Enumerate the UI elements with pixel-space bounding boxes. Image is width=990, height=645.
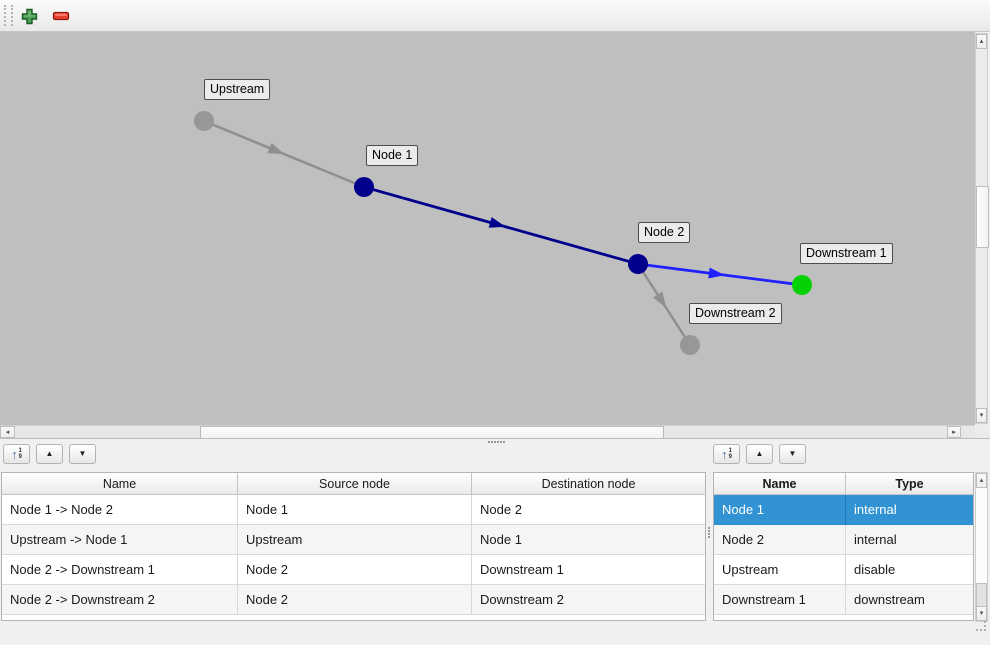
node-label-node1[interactable]: Node 1 [366, 145, 419, 166]
window-resize-grip[interactable] [976, 629, 978, 631]
link-source-cell[interactable]: Node 2 [238, 585, 472, 615]
graph-node-downstream1[interactable] [792, 275, 812, 295]
up-arrow-icon: ▲ [755, 449, 764, 458]
column-header-name[interactable]: Name [714, 473, 846, 495]
scrollbar-corner [975, 425, 990, 438]
canvas-horizontal-scrollbar[interactable]: ◂ ▸ [0, 425, 975, 439]
node-type-cell[interactable]: downstream [846, 585, 973, 615]
nodes-table-scrollbar[interactable]: ▴ ▾ [975, 472, 988, 622]
scroll-up-icon[interactable]: ▴ [976, 473, 987, 488]
node-label-node2[interactable]: Node 2 [638, 222, 691, 243]
node-label-downstream1[interactable]: Downstream 1 [800, 243, 893, 264]
links-table: Name Source node Destination node Node 1… [1, 472, 706, 621]
nodes-table: Name Type Node 1 internal Node 2 interna… [713, 472, 974, 621]
scroll-up-icon[interactable]: ▴ [976, 34, 987, 49]
graph-node-node2[interactable] [628, 254, 648, 274]
table-row[interactable]: Node 2 -> Downstream 1 Node 2 Downstream… [2, 555, 705, 585]
link-source-cell[interactable]: Node 1 [238, 495, 472, 525]
nodes-move-up-button[interactable]: ▲ [746, 444, 773, 464]
down-arrow-icon: ▼ [788, 449, 797, 458]
links-table-header: Name Source node Destination node [2, 473, 705, 495]
table-row[interactable]: Node 1 -> Node 2 Node 1 Node 2 [2, 495, 705, 525]
edge-arrowhead-icon [267, 142, 285, 155]
link-name-cell[interactable]: Upstream -> Node 1 [2, 525, 238, 555]
graph-node-node1[interactable] [354, 177, 374, 197]
scroll-left-icon[interactable]: ◂ [0, 426, 15, 438]
node-type-cell[interactable]: disable [846, 555, 973, 585]
link-dest-cell[interactable]: Node 2 [472, 495, 705, 525]
canvas-vertical-scrollbar[interactable]: ▴ ▾ [975, 33, 989, 424]
table-row[interactable]: Node 2 internal [714, 525, 973, 555]
column-header-type[interactable]: Type [846, 473, 973, 495]
edge-arrowhead-icon [488, 217, 506, 228]
down-arrow-icon: ▼ [78, 449, 87, 458]
scroll-down-icon[interactable]: ▾ [976, 606, 987, 621]
link-dest-cell[interactable]: Node 1 [472, 525, 705, 555]
links-move-up-button[interactable]: ▲ [36, 444, 63, 464]
link-name-cell[interactable]: Node 1 -> Node 2 [2, 495, 238, 525]
toolbar-grip[interactable] [4, 5, 13, 26]
edge-arrowhead-icon [652, 291, 667, 309]
add-node-button[interactable] [18, 5, 40, 27]
node-name-cell[interactable]: Upstream [714, 555, 846, 585]
link-name-cell[interactable]: Node 2 -> Downstream 1 [2, 555, 238, 585]
horizontal-pane-splitter[interactable] [0, 438, 990, 445]
up-arrow-icon: ▲ [45, 449, 54, 458]
column-header-destination-node[interactable]: Destination node [472, 473, 705, 495]
link-dest-cell[interactable]: Downstream 1 [472, 555, 705, 585]
splitter-handle-dots [488, 441, 490, 443]
node-label-downstream2[interactable]: Downstream 2 [689, 303, 782, 324]
node-label-upstream[interactable]: Upstream [204, 79, 271, 100]
link-dest-cell[interactable]: Downstream 2 [472, 585, 705, 615]
vertical-pane-splitter[interactable] [708, 527, 710, 529]
table-row[interactable]: Upstream -> Node 1 Upstream Node 1 [2, 525, 705, 555]
scroll-down-icon[interactable]: ▾ [976, 408, 987, 423]
vertical-scrollbar-thumb[interactable] [976, 186, 989, 248]
graph-node-upstream[interactable] [194, 111, 214, 131]
links-move-down-button[interactable]: ▼ [69, 444, 96, 464]
scroll-right-icon[interactable]: ▸ [947, 426, 961, 438]
minus-icon [52, 7, 70, 25]
link-source-cell[interactable]: Upstream [238, 525, 472, 555]
graph-node-downstream2[interactable] [680, 335, 700, 355]
table-row[interactable]: Node 1 internal [714, 495, 973, 525]
nodes-move-down-button[interactable]: ▼ [779, 444, 806, 464]
node-type-cell[interactable]: internal [846, 525, 973, 555]
main-toolbar [0, 0, 990, 32]
nodes-table-header: Name Type [714, 473, 973, 495]
link-source-cell[interactable]: Node 2 [238, 555, 472, 585]
graph-svg [194, 111, 812, 355]
link-name-cell[interactable]: Node 2 -> Downstream 2 [2, 585, 238, 615]
edge-arrowhead-icon [708, 267, 725, 279]
table-row[interactable]: Upstream disable [714, 555, 973, 585]
plus-icon [21, 8, 38, 25]
node-name-cell[interactable]: Node 1 [714, 495, 846, 525]
node-name-cell[interactable]: Node 2 [714, 525, 846, 555]
table-row[interactable]: Node 2 -> Downstream 2 Node 2 Downstream… [2, 585, 705, 615]
remove-node-button[interactable] [50, 5, 72, 27]
node-type-cell[interactable]: internal [846, 495, 973, 525]
column-header-source-node[interactable]: Source node [238, 473, 472, 495]
nodes-table-scrollbar-thumb[interactable] [976, 583, 987, 607]
table-row[interactable]: Downstream 1 downstream [714, 585, 973, 615]
column-header-name[interactable]: Name [2, 473, 238, 495]
node-name-cell[interactable]: Downstream 1 [714, 585, 846, 615]
